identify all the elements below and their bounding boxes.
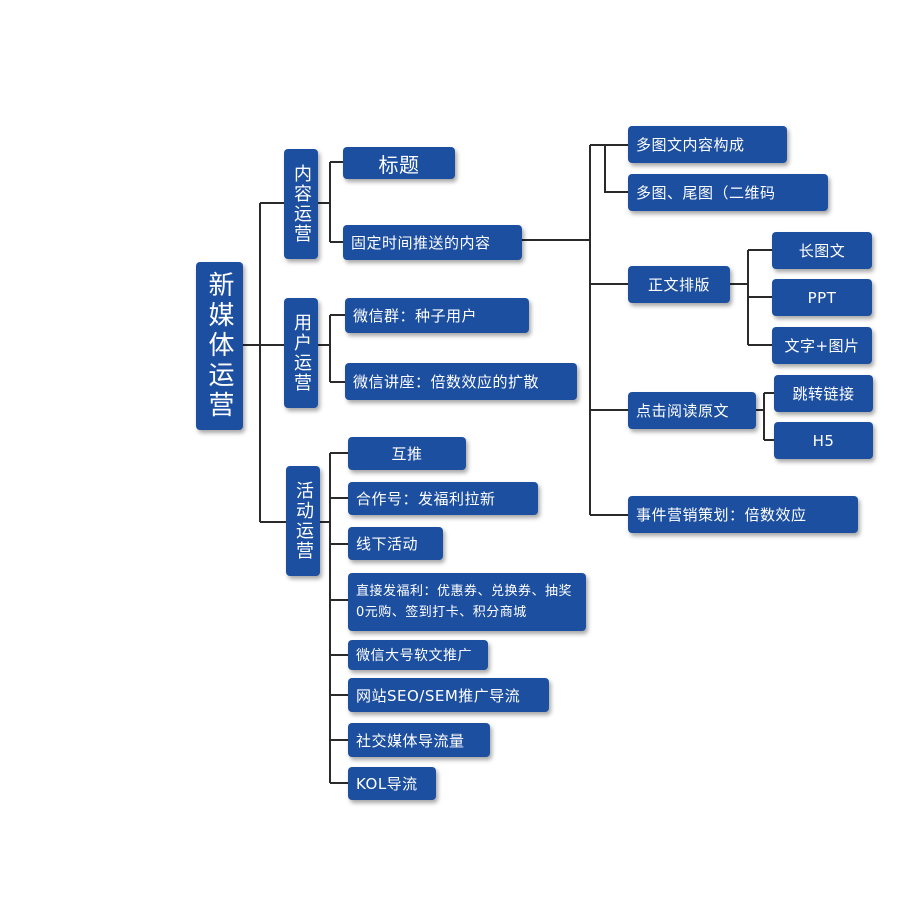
node-activity-5: 微信大号软文推广 [348,640,488,670]
node-scheduled-content: 固定时间推送的内容 [343,225,522,260]
node-read-more: 点击阅读原文 [628,392,756,429]
node-layout: 正文排版 [628,266,730,303]
node-activity-4: 直接发福利：优惠券、兑换券、抽奖0元购、签到打卡、积分商城 [348,573,586,631]
root-node: 新媒体运营 [196,262,243,430]
node-wechat-lecture: 微信讲座：倍数效应的扩散 [345,363,577,400]
node-layout-text-image: 文字+图片 [772,327,872,364]
node-layout-long: 长图文 [772,232,872,269]
node-layout-ppt: PPT [772,279,872,316]
node-jump-link: 跳转链接 [774,375,873,412]
node-multi-image: 多图文内容构成 [628,126,787,163]
category-content: 内容运营 [284,149,318,259]
node-activity-2: 合作号：发福利拉新 [348,482,538,515]
category-activity: 活动运营 [286,466,320,576]
node-activity-6: 网站SEO/SEM推广导流 [348,678,549,712]
node-activity-8: KOL导流 [348,767,436,800]
node-activity-1: 互推 [348,437,466,470]
node-activity-3: 线下活动 [348,527,443,560]
category-user: 用户运营 [284,298,318,408]
node-wechat-group: 微信群：种子用户 [345,298,529,333]
node-title: 标题 [343,147,455,179]
node-h5: H5 [774,422,873,459]
node-activity-7: 社交媒体导流量 [348,723,490,757]
node-event-marketing: 事件营销策划：倍数效应 [628,496,858,533]
node-tail-image: 多图、尾图（二维码 [628,174,828,211]
